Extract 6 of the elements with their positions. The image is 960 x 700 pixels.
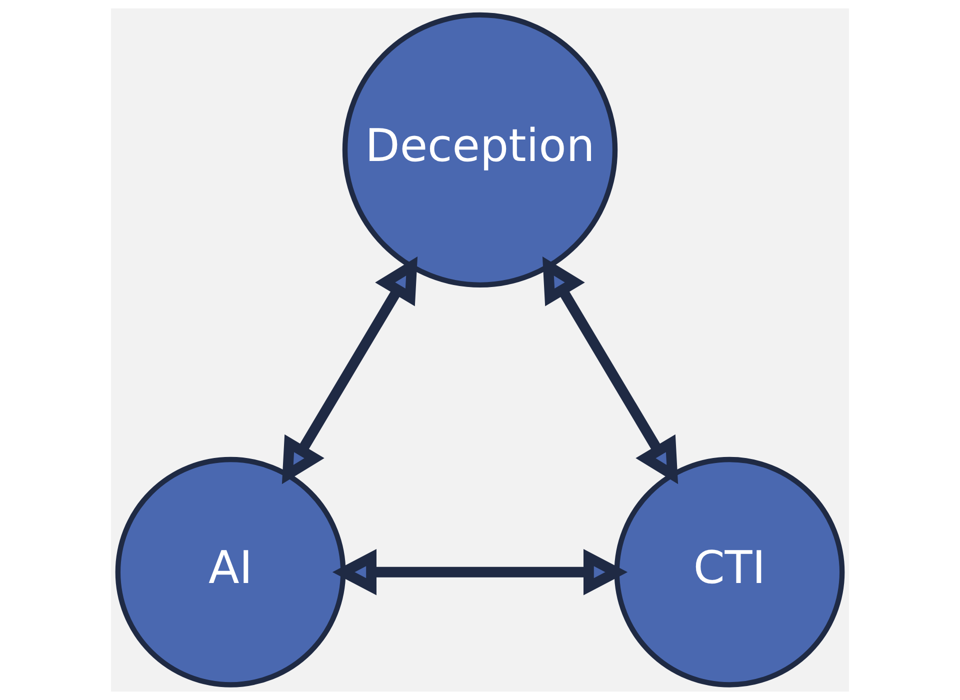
arrow (332, 548, 628, 596)
node-circle: Deception (342, 12, 618, 288)
node-circle: AI (115, 456, 346, 688)
arrow (542, 256, 678, 484)
arrow (282, 256, 418, 484)
node-circle: CTI (614, 456, 845, 688)
